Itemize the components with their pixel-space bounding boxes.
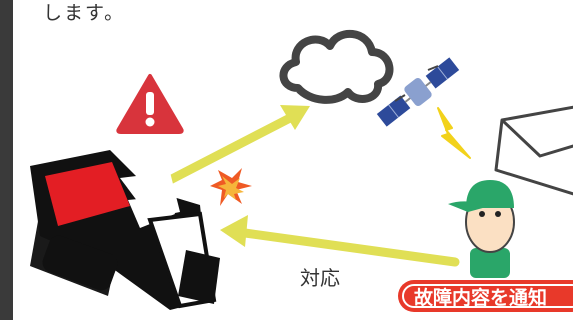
worker-icon [448,180,515,278]
response-label: 対応 [300,266,340,290]
alert-burst-icon [210,168,252,206]
envelope-icon [494,105,573,196]
left-sidebar-strip [0,0,13,320]
intro-text: します。 [43,2,126,24]
excavator-icon [30,150,220,310]
notify-label: 故障内容を通知 [414,287,548,309]
cloud-icon [279,29,394,104]
lightning-icon [437,107,471,159]
warning-icon [116,74,184,134]
signal-marks [394,65,439,102]
response-arrow [220,215,460,267]
uplink-arrow [165,105,310,185]
notify-badge: 故障内容を通知 [398,280,573,312]
satellite-icon [376,57,460,127]
